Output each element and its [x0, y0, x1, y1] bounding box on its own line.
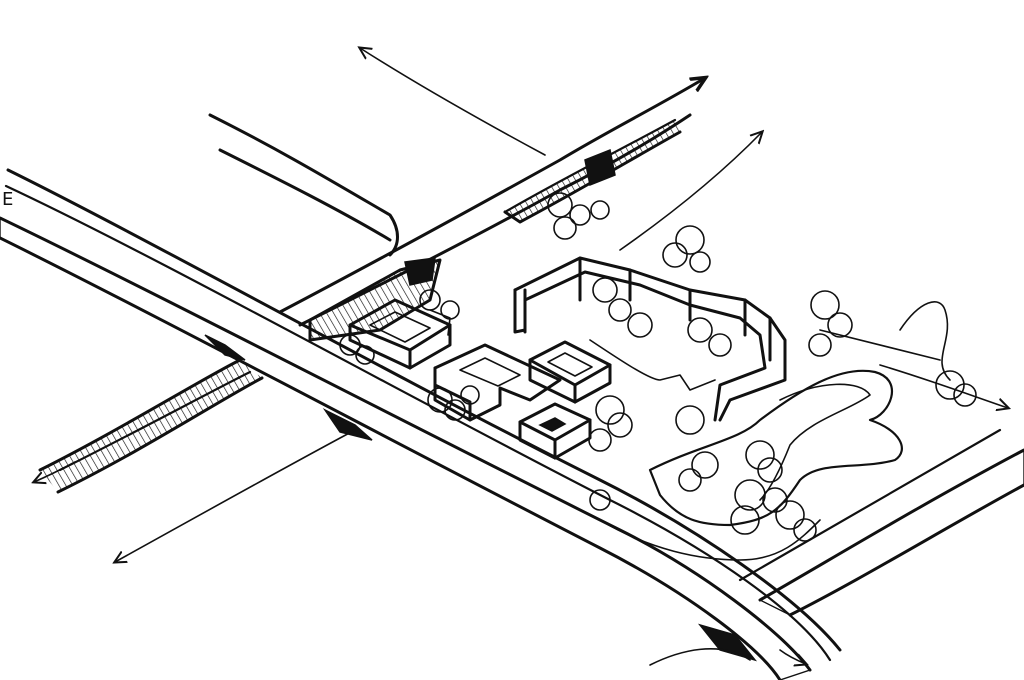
arrow-northeast: [619, 132, 762, 251]
arrow-northwest: [360, 48, 546, 156]
pond: [648, 369, 903, 527]
arrow-southeast: [779, 649, 806, 664]
building-b: [433, 343, 562, 422]
crosswalk-mark: [204, 334, 246, 361]
trees: [339, 192, 977, 542]
building-a: [348, 298, 452, 370]
long-building: [513, 256, 787, 422]
marginal-letter: E: [2, 189, 13, 210]
crosswalk-mark: [322, 408, 373, 441]
corner-block: [308, 257, 442, 342]
arrow-east: [879, 364, 1008, 408]
building-c: [528, 340, 612, 404]
direction-arrows: [34, 48, 1008, 665]
cross-road: [38, 78, 705, 494]
main-road: [0, 168, 842, 680]
crosswalk-mark: [584, 148, 616, 187]
building-d: [518, 402, 592, 460]
crosswalk-mark: [697, 623, 758, 662]
paths: [589, 301, 951, 561]
arrow-west: [34, 461, 76, 482]
side-street: [208, 113, 399, 257]
site-edge: [738, 428, 1024, 617]
arrow-southwest: [115, 429, 356, 562]
